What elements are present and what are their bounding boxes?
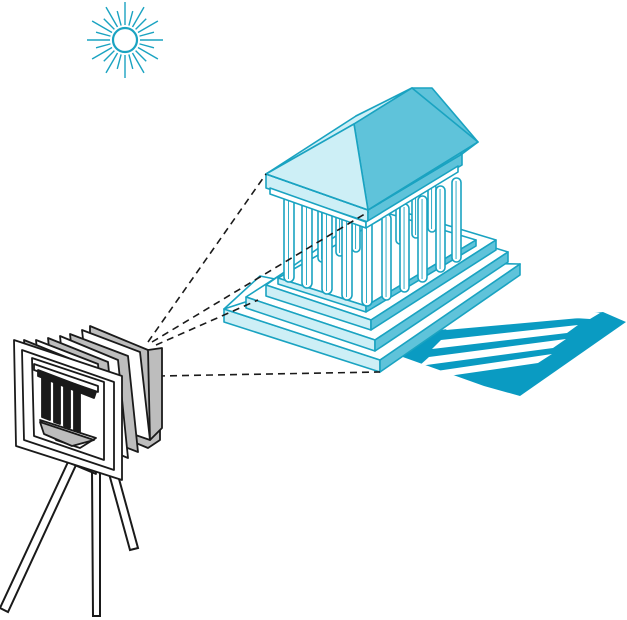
sight-line-step — [155, 299, 259, 346]
sun-ray — [95, 43, 111, 49]
sun-ray — [105, 52, 119, 74]
sun-ray — [131, 6, 145, 28]
sun-ray — [137, 20, 159, 34]
temple-roof — [265, 87, 479, 211]
sun-ray — [139, 43, 155, 49]
camera-image — [31, 357, 105, 461]
tripod-leg-left — [0, 460, 78, 614]
temple-column-side — [417, 195, 428, 283]
temple-column-front — [321, 207, 333, 295]
tripod-leg-right — [106, 466, 140, 552]
temple-column-front — [361, 219, 373, 307]
sun-ray — [135, 18, 147, 30]
temple-column-side — [381, 213, 392, 301]
sun-ray — [103, 50, 115, 62]
sun-ray — [105, 6, 119, 28]
sun-ray — [128, 10, 134, 26]
temple-column-side — [399, 203, 410, 293]
sun-ray — [116, 54, 122, 70]
sight-lines — [147, 173, 381, 377]
sight-line-roof — [147, 173, 267, 343]
temple-column-side — [435, 185, 446, 273]
temple-column-side — [451, 177, 462, 263]
sun-ray — [91, 46, 113, 60]
tripod-icon — [0, 460, 140, 617]
sun-ray — [116, 10, 122, 26]
sun-ray — [95, 31, 111, 37]
sun-ray — [103, 18, 115, 30]
sun-ray — [135, 50, 147, 62]
temple-column-front — [341, 213, 353, 301]
temple-column-front — [283, 195, 295, 283]
temple-entablature — [265, 153, 463, 229]
sun-ray — [137, 46, 159, 60]
sun-ray — [131, 52, 145, 74]
sun-icon — [87, 2, 163, 78]
sight-line-ridge — [151, 211, 369, 343]
sun-ray — [91, 20, 113, 34]
temple-columns-side — [381, 177, 462, 301]
sun-ray — [128, 54, 134, 70]
temple-shadow — [400, 306, 626, 396]
sun-ray — [139, 31, 155, 37]
temple-column-front — [301, 201, 313, 289]
sun-disc — [111, 26, 139, 54]
temple-icon — [223, 87, 521, 373]
sight-line-base — [157, 371, 381, 377]
tripod-leg-center — [90, 469, 101, 617]
camera-icon — [13, 325, 163, 481]
